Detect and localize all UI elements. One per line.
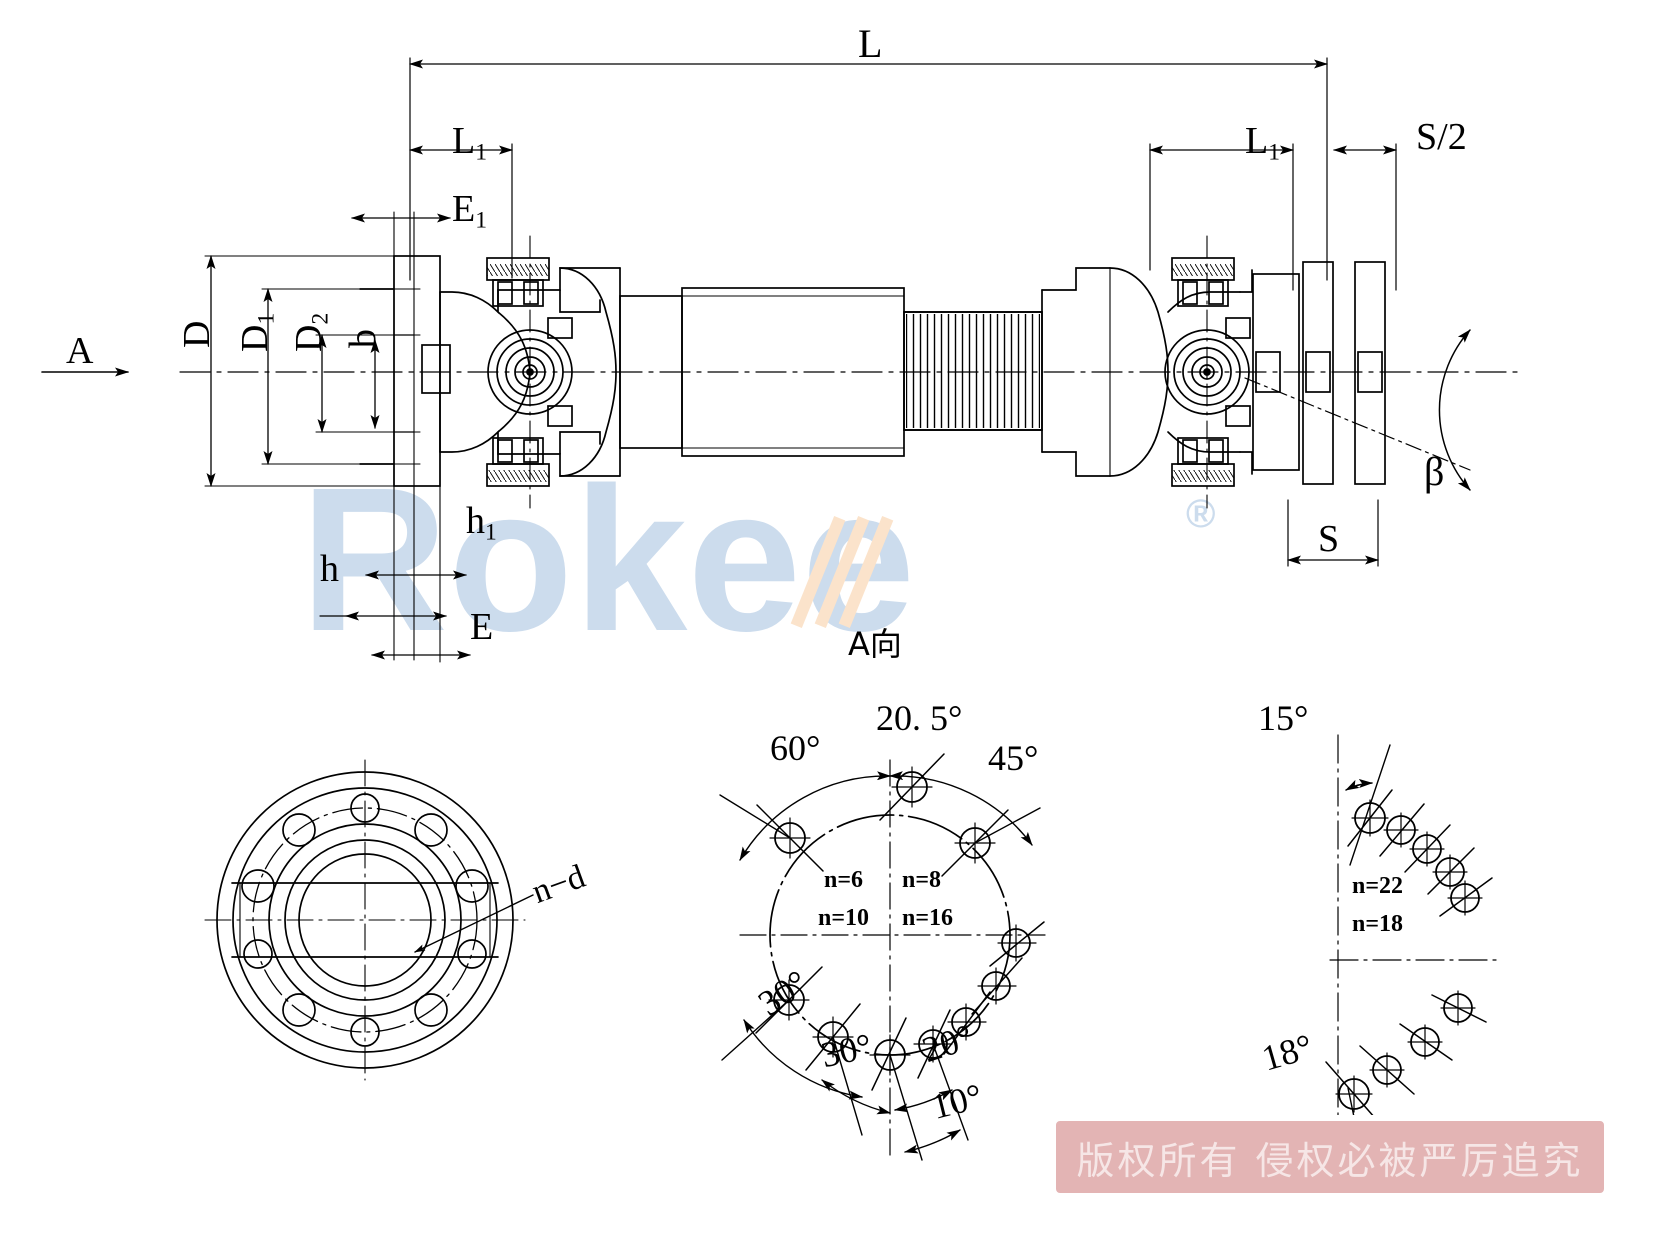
label-D2-main: D bbox=[288, 324, 330, 352]
label-S-half-text: S/2 bbox=[1416, 116, 1467, 158]
label-D: D bbox=[176, 320, 218, 348]
label-angle-60-text: 60° bbox=[770, 728, 821, 768]
label-angle-45: 45° bbox=[988, 740, 1038, 776]
label-L: L bbox=[858, 24, 882, 64]
label-E-text: E bbox=[470, 606, 494, 648]
label-D1: D1 bbox=[234, 312, 280, 352]
angle-beta-arc bbox=[1244, 329, 1471, 491]
label-E1-sub: 1 bbox=[475, 207, 487, 234]
label-h-text: h bbox=[320, 548, 339, 590]
label-n8-text: n=8 bbox=[902, 867, 942, 893]
copyright-banner: 版权所有 侵权必被严厉追究 bbox=[1050, 1115, 1610, 1199]
label-h1-sub: 1 bbox=[485, 519, 497, 546]
label-S-half: S/2 bbox=[1416, 118, 1467, 156]
dim-D bbox=[204, 255, 421, 487]
label-view-A-text: A向 bbox=[848, 625, 902, 663]
right-flange-stack bbox=[1252, 261, 1386, 485]
dim-S-half bbox=[1333, 143, 1397, 291]
label-angle-60: 60° bbox=[770, 730, 820, 766]
label-L1-left-sub: 1 bbox=[475, 139, 487, 166]
label-n10: n=10 bbox=[818, 906, 869, 930]
label-D1-sub: 1 bbox=[253, 312, 280, 325]
dim-E1 bbox=[351, 211, 451, 661]
label-S-text: S bbox=[1318, 518, 1340, 560]
label-D-text: D bbox=[176, 320, 218, 348]
label-n10-text: n=10 bbox=[818, 905, 870, 931]
label-h1: h1 bbox=[466, 502, 497, 545]
dim-E bbox=[371, 439, 471, 663]
label-D2: D2 bbox=[288, 312, 334, 352]
copyright-banner-text: 版权所有 侵权必被严厉追究 bbox=[1076, 1138, 1584, 1183]
dim-S bbox=[1287, 499, 1379, 567]
label-L1-right-sub: 1 bbox=[1268, 139, 1280, 166]
dim-overall-length-L bbox=[409, 57, 1328, 281]
bolt-angle-pattern-view bbox=[719, 753, 1046, 1161]
dim-L1-left bbox=[409, 143, 513, 279]
label-D1-main: D bbox=[234, 324, 276, 352]
label-h1-main: h bbox=[466, 500, 485, 542]
label-L1-right-main: L bbox=[1245, 120, 1269, 162]
label-L1-left-main: L bbox=[452, 120, 476, 162]
bolt-angle-pattern-view-right bbox=[1299, 734, 1501, 1176]
label-section-A-text: A bbox=[66, 330, 94, 372]
label-n22: n=22 bbox=[1352, 874, 1403, 898]
label-angle-15: 15° bbox=[1258, 700, 1308, 736]
label-h: h bbox=[320, 550, 339, 588]
label-n8: n=8 bbox=[902, 868, 941, 892]
label-n6-text: n=6 bbox=[824, 867, 864, 893]
label-section-A: A bbox=[66, 332, 93, 370]
label-n22-text: n=22 bbox=[1352, 873, 1404, 899]
label-angle-15-text: 15° bbox=[1258, 698, 1309, 738]
label-D2-sub: 2 bbox=[307, 312, 334, 325]
label-angle-30-b: 30° bbox=[818, 1026, 876, 1076]
spline-shaft bbox=[903, 311, 1043, 431]
label-S: S bbox=[1318, 520, 1339, 558]
label-E1: E1 bbox=[452, 190, 487, 233]
label-n6: n=6 bbox=[824, 868, 863, 892]
label-view-A-direction: A向 bbox=[848, 628, 902, 660]
label-angle-20-5-text: 20. 5° bbox=[876, 698, 963, 738]
label-L1-right: L1 bbox=[1245, 122, 1280, 165]
label-E: E bbox=[470, 608, 493, 646]
label-b: b bbox=[342, 329, 384, 348]
label-n16: n=16 bbox=[902, 906, 953, 930]
label-beta: β bbox=[1424, 452, 1444, 492]
dim-D1 bbox=[261, 288, 421, 465]
label-n16-text: n=16 bbox=[902, 905, 954, 931]
label-n18-text: n=18 bbox=[1352, 911, 1404, 937]
right-yoke-body bbox=[1041, 257, 1253, 487]
label-angle-20-5: 20. 5° bbox=[876, 700, 962, 736]
left-flange-assembly bbox=[359, 255, 451, 487]
label-L1-left: L1 bbox=[452, 122, 487, 165]
label-E1-main: E bbox=[452, 188, 476, 230]
label-n18: n=18 bbox=[1352, 912, 1403, 936]
dim-L1-right bbox=[1149, 143, 1294, 291]
flange-front-view bbox=[204, 759, 534, 1081]
label-beta-text: β bbox=[1424, 449, 1445, 494]
label-L-text: L bbox=[858, 21, 883, 66]
label-b-text: b bbox=[342, 329, 384, 348]
label-angle-45-text: 45° bbox=[988, 738, 1039, 778]
